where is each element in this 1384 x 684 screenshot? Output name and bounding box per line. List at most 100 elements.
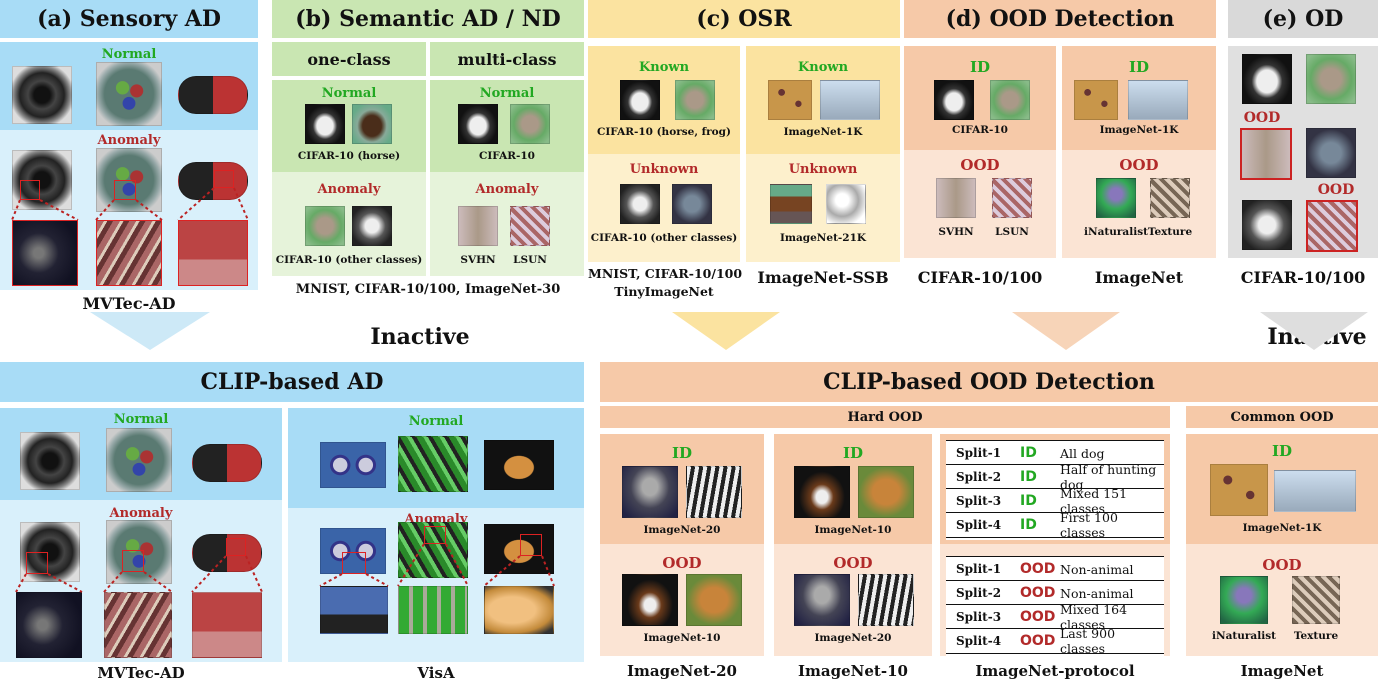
frog-image [305, 206, 345, 246]
cheetah-image [1210, 464, 1268, 516]
mvtec-capsule-defect-image [192, 534, 262, 572]
panel-b-one-normal-label: Normal [321, 86, 377, 101]
tag-cell: OOD [1020, 561, 1056, 577]
split-cell: Split-3 [956, 494, 1002, 508]
desc-cell: First 100 classes [1060, 510, 1118, 540]
panel-b-svhn-caption: SVHN [460, 254, 496, 266]
panel-b-multi-anomaly-label: Anomaly [475, 182, 539, 197]
panel-d-left-id-label: ID [969, 58, 991, 76]
panel-d-caption-right: ImageNet [1094, 268, 1184, 287]
horse-white-image [458, 104, 498, 144]
split-cell: Split-1 [956, 562, 1002, 576]
tag-cell: OOD [1020, 609, 1056, 625]
mvtec-capsule-defect-image [178, 162, 248, 200]
pills-zoom-image [398, 586, 468, 634]
car-image [672, 184, 712, 224]
bottle-zoom-image [16, 592, 82, 658]
common-ood-area [1186, 544, 1378, 656]
visa-cashew-defect-image [484, 524, 554, 574]
panel-a-anomaly-label: Anomaly [97, 133, 161, 148]
defect-box [342, 552, 366, 574]
panel-d-caption-left: CIFAR-10/100 [917, 268, 1043, 287]
desc-cell: All dog [1060, 445, 1105, 461]
zebra-image [686, 466, 742, 518]
visa-pcb-image [320, 442, 386, 488]
zoom-lines [11, 187, 249, 221]
split-cell: Split-1 [956, 446, 1002, 460]
common-caption: ImageNet [1240, 662, 1324, 680]
panel-c-caption-left-1: MNIST, CIFAR-10/100 [588, 266, 743, 281]
hard-ood-header: Hard OOD [600, 406, 1170, 428]
panel-d-left-ood-label: OOD [960, 156, 1000, 174]
defect-box [520, 534, 542, 556]
arrow-triangle-orange-right [1012, 312, 1120, 350]
panel-c-right-unknown-label: Unknown [788, 162, 858, 177]
panel-e-ood-label-1: OOD [1243, 110, 1281, 126]
in20-caption: ImageNet-20 [627, 662, 737, 680]
capsule-zoom-image [192, 592, 262, 658]
horse-white-image [1242, 54, 1292, 104]
panel-e-caption: CIFAR-10/100 [1240, 268, 1366, 287]
clip-ad-caption-right: VisA [417, 664, 455, 682]
common-id-label: ID [1271, 442, 1293, 460]
panel-c-caption-right: ImageNet-SSB [757, 268, 889, 287]
tag-cell: OOD [1020, 633, 1056, 649]
visa-cashew-image [484, 440, 554, 490]
split-cell: Split-4 [956, 634, 1002, 648]
in20-ood-caption: ImageNet-10 [643, 632, 721, 644]
cabin-image [770, 184, 812, 224]
desc-cell: Last 900 classes [1060, 626, 1116, 656]
mvtec-capsule-image [192, 444, 262, 482]
cable-zoom-image [96, 220, 162, 286]
panel-b-status: Inactive [370, 324, 470, 350]
panel-c-left-known-caption: CIFAR-10 (horse, frog) [596, 126, 731, 138]
arrow-triangle-gray [1260, 312, 1368, 350]
defect-box [424, 526, 446, 544]
zoom-lines [319, 543, 555, 587]
tag-cell: ID [1020, 469, 1037, 485]
mvtec-bottle-image [20, 432, 80, 490]
capsule-zoom-image [178, 220, 248, 286]
wolf-image [794, 574, 850, 626]
defect-box [20, 180, 40, 200]
defect-box [214, 170, 234, 188]
tag-cell: ID [1020, 493, 1037, 509]
svhn-image [458, 206, 498, 246]
in10-ood-caption: ImageNet-20 [814, 632, 892, 644]
frog-image [675, 80, 715, 120]
zoom-lines [15, 555, 263, 593]
panel-e-header: (e) OD [1228, 0, 1378, 38]
panel-d-texture-caption: Texture [1147, 226, 1193, 238]
visa-pills-defect-image [398, 522, 468, 578]
mvtec-cable-image [96, 62, 162, 126]
texture-image [1150, 178, 1190, 218]
panel-d-header: (d) OOD Detection [904, 0, 1216, 38]
panel-e-ood-label-2: OOD [1317, 182, 1355, 198]
clip-ad-left-anomaly-label: Anomaly [109, 506, 173, 521]
in20-ood-label: OOD [662, 554, 702, 572]
panel-d-left-id-caption: CIFAR-10 [952, 124, 1008, 136]
panel-b-multi-class-header: multi-class [430, 42, 584, 76]
panel-d-right-ood-label: OOD [1119, 156, 1159, 174]
defect-box [114, 180, 136, 200]
panel-b-one-anomaly-label: Anomaly [317, 182, 381, 197]
tag-cell: ID [1020, 445, 1037, 461]
svhn-image [1240, 128, 1292, 180]
airplane-image [1242, 200, 1292, 250]
panel-b-one-class-header: one-class [272, 42, 426, 76]
split-cell: Split-3 [956, 610, 1002, 624]
panel-d-svhn-caption: SVHN [938, 226, 974, 238]
in10-id-caption: ImageNet-10 [814, 524, 892, 536]
panel-a-normal-label: Normal [101, 47, 157, 62]
table-row: Split-1 ID All dog [946, 440, 1164, 465]
defect-box [226, 538, 246, 556]
cable-zoom-image [104, 592, 172, 658]
panel-c-right-known-label: Known [797, 60, 849, 75]
svhn-image [936, 178, 976, 218]
visa-pcb-defect-image [320, 528, 386, 574]
cheetah-image [768, 80, 812, 120]
panel-b-multi-normal-caption: CIFAR-10 [479, 150, 535, 162]
